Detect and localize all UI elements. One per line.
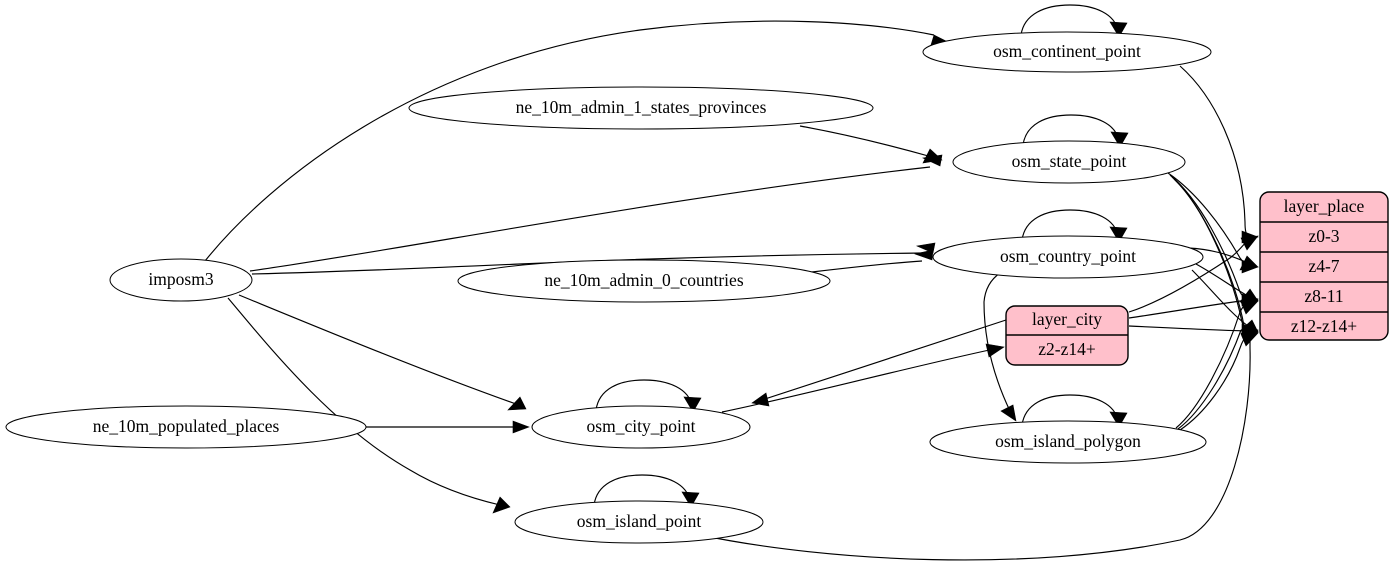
selfloop-osm_island_point	[593, 474, 691, 506]
node-osm_island_point[interactable]: osm_island_point	[514, 500, 764, 544]
arrowhead-ne_populated-osm_city_point	[512, 420, 530, 434]
edge-imposm3-to-osm_island_point	[227, 297, 501, 506]
node-ne_10m_admin_1_states_provinces[interactable]: ne_10m_admin_1_states_provinces	[408, 86, 874, 130]
edge-imposm3-to-osm_state_point	[249, 166, 931, 272]
edge-layer_city-to-layer_place-z12	[1128, 325, 1249, 332]
node-layer: imposm3 ne_10m_admin_1_states_provinces …	[5, 31, 1212, 544]
edge-layer	[204, 4, 1259, 561]
node-osm_island_polygon-label: osm_island_polygon	[995, 431, 1141, 451]
node-osm_country_point-label: osm_country_point	[1000, 246, 1136, 266]
node-imposm3-label: imposm3	[148, 269, 213, 289]
arrowhead-selfloop-osm_city_point	[683, 396, 702, 413]
arrowhead-layercity-z12	[1242, 324, 1259, 338]
arrowhead-country-island_polygon	[1000, 404, 1017, 422]
layer_city-header-label: layer_city	[1032, 309, 1102, 329]
edge-layer_city-to-layer_place-z8-11	[1128, 299, 1249, 319]
node-osm_island_point-label: osm_island_point	[577, 511, 702, 531]
layer_place-z4-7-label: z4-7	[1308, 256, 1339, 276]
edge-bundle-islandpoly-extra	[1177, 329, 1242, 430]
arrowhead-layercity-z811	[1241, 293, 1259, 308]
arrowhead-selfloop-osm_continent_point	[1109, 21, 1128, 38]
arrowhead-imposm3-osm_city_point	[507, 396, 527, 411]
layer_place-z8-11-label: z8-11	[1304, 286, 1343, 306]
edge-osm_country_point-to-layer_place-z4-7	[1187, 247, 1249, 264]
edge-osm_country_point-to-osm_island_polygon	[983, 272, 1011, 412]
edge-bundle-state-extra	[1173, 178, 1245, 327]
record-node-layer_city[interactable]: layer_city z2-z14+	[1005, 305, 1129, 366]
edge-osm_island_polygon-to-layer_place-z12	[1179, 333, 1249, 431]
edge-osm_continent_point-to-layer_place-z0-3	[1179, 65, 1249, 237]
edge-ne_countries-to-osm_country_point	[811, 260, 923, 273]
layer_place-header-label: layer_place	[1284, 196, 1365, 216]
node-osm_island_polygon[interactable]: osm_island_polygon	[929, 420, 1207, 464]
node-osm_continent_point[interactable]: osm_continent_point	[922, 31, 1212, 73]
node-osm_state_point-label: osm_state_point	[1012, 151, 1127, 171]
arrowhead-ne_countries-osm_country_point	[913, 249, 934, 261]
edge-osm_island_polygon-to-layer_place-z8-11	[1175, 301, 1249, 429]
edge-imposm3-to-osm_city_point	[238, 294, 517, 405]
node-ne_10m_admin_0_countries[interactable]: ne_10m_admin_0_countries	[457, 259, 831, 303]
arrowhead-selfloop-osm_state_point	[1110, 131, 1129, 148]
node-osm_continent_point-label: osm_continent_point	[993, 41, 1141, 61]
edge-layer_city-to-layer_place-z0-3	[1128, 239, 1249, 313]
arrowhead-country-z47	[1239, 255, 1259, 271]
arrowhead-ne_states-osm_state_point	[922, 148, 943, 164]
selfloop-osm_continent_point	[1020, 4, 1119, 36]
node-imposm3[interactable]: imposm3	[109, 258, 253, 302]
edge-layer_city-to-osm_city_point	[761, 319, 1007, 401]
node-osm_country_point[interactable]: osm_country_point	[932, 235, 1204, 279]
edge-osm_state_point-to-layer_place-z8-11	[1169, 174, 1249, 300]
node-osm_city_point-label: osm_city_point	[587, 416, 696, 436]
record-node-layer_place[interactable]: layer_place z0-3 z4-7 z8-11 z12-z14+	[1259, 191, 1389, 341]
selfloop-osm_city_point	[595, 379, 693, 411]
node-ne_states-label: ne_10m_admin_1_states_provinces	[516, 97, 767, 117]
node-osm_state_point[interactable]: osm_state_point	[952, 140, 1186, 184]
layer_place-z0-3-label: z0-3	[1308, 226, 1339, 246]
arrowhead-layercity-city	[751, 392, 770, 407]
arrowhead-selfloop-osm_island_point	[681, 491, 700, 508]
node-ne_populated-label: ne_10m_populated_places	[93, 416, 280, 436]
edge-osm_country_point-to-layer_place-z8-11	[1195, 263, 1249, 297]
layer_place-z12-z14-label: z12-z14+	[1291, 316, 1357, 336]
arrowhead-imposm3-osm_island_point	[492, 496, 511, 514]
edge-imposm3-to-osm_continent_point	[204, 20, 935, 262]
node-ne_countries-label: ne_10m_admin_0_countries	[544, 270, 743, 290]
selfloop-osm_state_point	[1022, 114, 1120, 146]
layer_city-z2-z14-label: z2-z14+	[1038, 339, 1096, 359]
edge-ne_states-to-osm_state_point	[799, 125, 933, 158]
arrowhead-layercity-z03	[1240, 235, 1259, 251]
node-osm_city_point[interactable]: osm_city_point	[531, 405, 751, 449]
selfloop-osm_country_point	[1021, 209, 1119, 241]
edge-osm_island_point-to-layer_place-z12	[699, 334, 1251, 561]
edge-osm_city_point-to-layer_city-z2	[721, 348, 995, 413]
arrowhead-selfloop-osm_island_polygon	[1109, 411, 1128, 428]
arrowhead-city-layercity	[985, 343, 1005, 358]
node-ne_10m_populated_places[interactable]: ne_10m_populated_places	[5, 405, 367, 449]
arrowhead-selfloop-osm_country_point	[1109, 226, 1128, 243]
selfloop-osm_island_polygon	[1021, 394, 1119, 426]
